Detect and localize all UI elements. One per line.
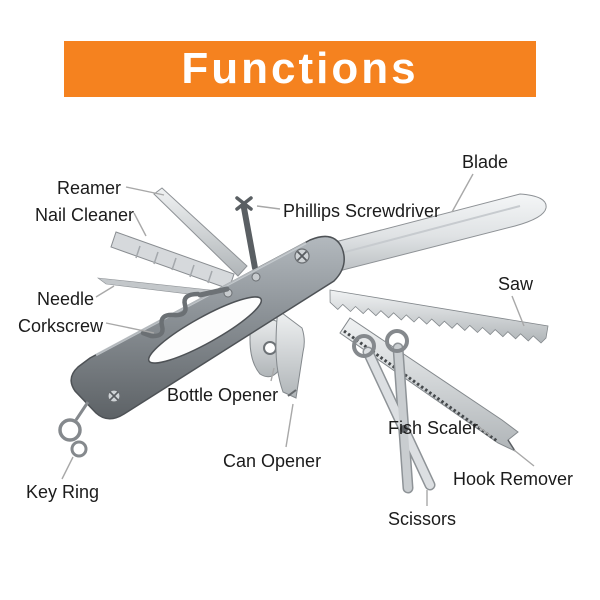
scissors-pivot-screw — [400, 425, 408, 433]
label-corkscrew: Corkscrew — [18, 316, 104, 336]
leader-line-key-ring — [61, 456, 74, 480]
handle-screw — [107, 389, 121, 403]
label-key-ring: Key Ring — [26, 482, 100, 502]
leader-line-corkscrew — [105, 322, 155, 334]
label-blade: Blade — [462, 152, 509, 172]
label-fish-scaler: Fish Scaler — [388, 418, 479, 438]
hook-remover-notch — [507, 439, 516, 452]
corkscrew-illustration — [140, 286, 230, 339]
reamer-illustration — [153, 187, 248, 277]
leader-line-nail-cleaner — [133, 212, 147, 237]
handle-rivet — [251, 272, 261, 282]
label-hook-remover: Hook Remover — [453, 469, 574, 489]
leader-line-can-opener — [285, 403, 294, 448]
phillips-screwdriver-illustration — [235, 196, 258, 271]
banner: Functions — [64, 41, 536, 97]
can-opener-illustration — [275, 309, 305, 399]
leader-line-hook-remover — [513, 449, 535, 467]
label-phillips-screwdriver: Phillips Screwdriver — [283, 201, 441, 221]
key-ring-illustration — [58, 401, 90, 458]
leader-line-saw — [511, 295, 525, 327]
leader-line-phillips — [256, 205, 281, 210]
label-nail-cleaner: Nail Cleaner — [35, 205, 135, 225]
handle-cutout — [147, 296, 263, 364]
label-scissors: Scissors — [388, 509, 457, 529]
saw-illustration — [329, 289, 549, 344]
leader-line-reamer — [125, 186, 165, 196]
leader-lines — [61, 173, 535, 506]
handle-illustration — [70, 235, 345, 420]
leader-line-bottle-opener — [270, 367, 275, 382]
label-bottle-opener: Bottle Opener — [167, 385, 279, 405]
handle-screw — [294, 248, 310, 264]
label-can-opener: Can Opener — [223, 451, 322, 471]
label-needle: Needle — [37, 289, 95, 309]
page-title: Functions — [181, 44, 419, 93]
leader-line-fish-scaler — [478, 426, 492, 437]
label-saw: Saw — [498, 274, 534, 294]
label-reamer: Reamer — [57, 178, 122, 198]
leader-line-blade — [451, 173, 474, 213]
leader-line-needle — [95, 285, 115, 298]
scissors-illustration — [352, 329, 436, 494]
